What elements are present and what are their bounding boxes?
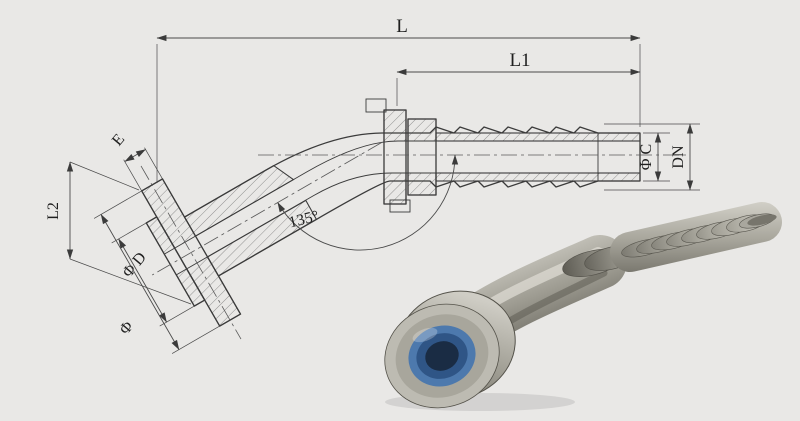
dim-label-phi: Φ — [116, 318, 137, 338]
dim-label-dn: DN — [670, 145, 687, 169]
dim-L1: L1 — [396, 50, 641, 106]
dim-L: L — [156, 16, 641, 183]
dimensions: L L1 Φ C DN L2 — [45, 16, 700, 354]
centerline-leg — [151, 142, 382, 276]
dim-label-L2: L2 — [45, 202, 62, 220]
wall-bottom-hatch — [435, 172, 641, 182]
dim-E: E — [109, 131, 163, 192]
dim-label-angle: 135° — [287, 208, 321, 232]
dim-label-L1: L1 — [509, 50, 530, 71]
centerline-flange-face — [140, 165, 242, 340]
wall-top-hatch — [435, 132, 641, 142]
tail-outline-top — [184, 126, 640, 218]
dim-label-L: L — [396, 16, 408, 37]
photo-render — [384, 202, 782, 411]
collar-top-tab — [365, 98, 387, 113]
tail-end-face — [747, 214, 777, 226]
seal-bore — [425, 341, 459, 371]
dim-label-E: E — [109, 131, 128, 149]
flange-highlight — [412, 327, 438, 343]
dim-label-phi-c: Φ C — [638, 144, 655, 170]
centerlines — [140, 142, 686, 340]
dim-phi-c: Φ C — [638, 132, 670, 182]
collar-bore-clear — [382, 141, 438, 173]
dim-dn: DN — [604, 123, 700, 191]
dim-angle: 135° — [277, 154, 459, 251]
